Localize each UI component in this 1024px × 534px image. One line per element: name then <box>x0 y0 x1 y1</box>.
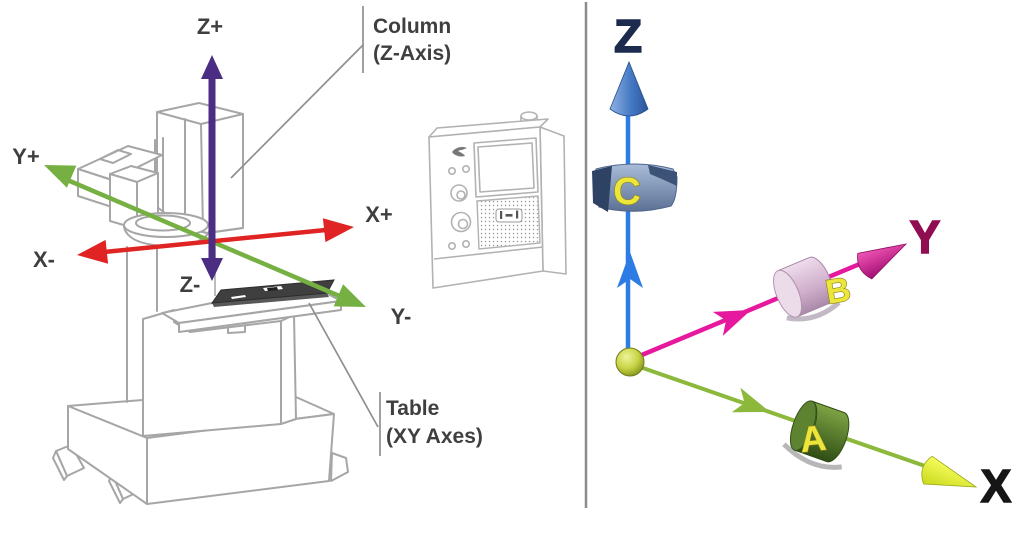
panel-logo-icon <box>452 147 467 157</box>
x-plus-label: X+ <box>365 202 393 227</box>
x-cone-arrowhead <box>921 455 978 488</box>
column-callout-line1: Column <box>373 15 451 38</box>
z-axis-arrow <box>609 60 649 352</box>
y-axis-arrow <box>636 245 899 360</box>
z-plus-label: Z+ <box>197 14 223 39</box>
z-cone-arrowhead <box>609 60 649 117</box>
b-rotation-label: B <box>823 270 854 312</box>
z-axis-label: Z <box>614 10 642 62</box>
table-callout-line1: Table <box>386 397 439 420</box>
y-machine-arrow <box>44 165 366 307</box>
axis-orientation-diagram: Z Y X C B A <box>592 9 1012 513</box>
table-callout-leader <box>308 302 381 456</box>
c-rotation-ring <box>592 163 678 212</box>
machine-pedestal <box>126 246 158 403</box>
x-minus-label: X- <box>33 247 55 272</box>
z-machine-arrow <box>201 55 223 281</box>
z-mid-arrowhead <box>617 252 643 288</box>
origin-sphere <box>615 347 645 377</box>
machine-table <box>161 279 342 333</box>
panel-antenna <box>520 111 538 121</box>
y-dart-arrowhead <box>857 243 908 280</box>
y-plus-label: Y+ <box>12 144 40 169</box>
x-mid-arrowhead <box>731 387 770 413</box>
table-callout-line2: (XY Axes) <box>386 425 483 448</box>
machine-column <box>156 102 244 234</box>
z-minus-label: Z- <box>180 272 201 297</box>
machine-drawing: Z+ Y+ X- X+ Z- Y- Column (Z-Axis) Table … <box>12 6 567 505</box>
a-rotation-ring <box>782 400 850 470</box>
machine-saddle <box>142 309 297 437</box>
panel-screen <box>473 137 539 198</box>
y-axis-label: Y <box>910 211 941 263</box>
y-minus-label: Y- <box>391 304 412 329</box>
control-panel <box>428 111 567 289</box>
a-rotation-label: A <box>798 417 828 460</box>
c-rotation-label: C <box>613 171 640 213</box>
b-rotation-ring <box>773 256 841 322</box>
machine-base <box>52 388 349 505</box>
column-callout-leader <box>230 6 364 179</box>
column-callout-line2: (Z-Axis) <box>373 42 451 65</box>
y-mid-arrowhead <box>712 310 751 336</box>
x-axis-label: X <box>981 460 1012 512</box>
